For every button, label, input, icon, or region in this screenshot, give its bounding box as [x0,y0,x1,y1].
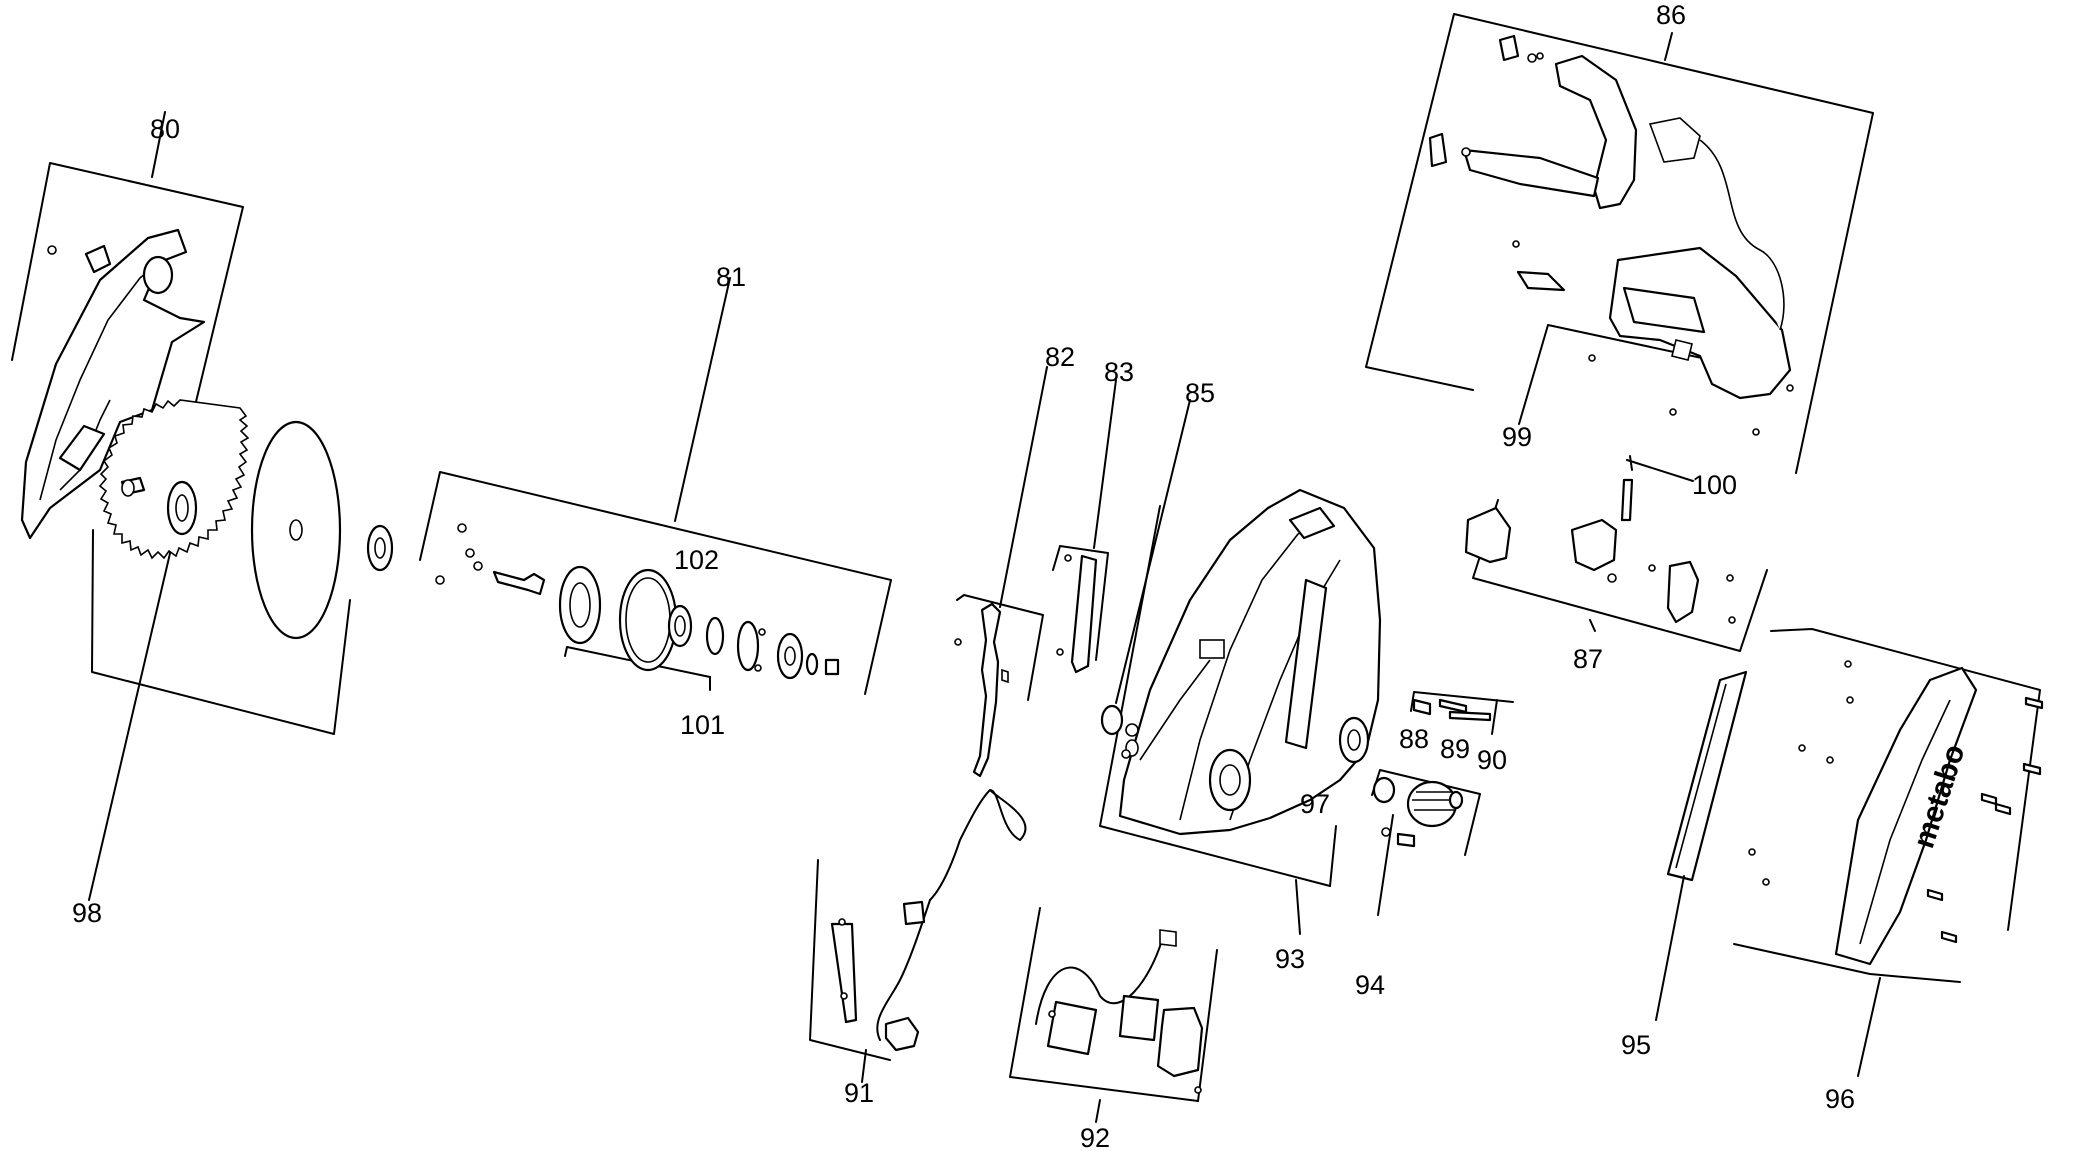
callout-80: 80 [150,114,180,144]
callout-94: 94 [1355,970,1385,1000]
callout-95: 95 [1621,1030,1651,1060]
group-81-spindle-assembly [419,277,892,695]
group-92-switch-housing [1009,907,1218,1123]
group-86-handle-assembly [1365,13,1874,474]
callout-92: 92 [1080,1123,1110,1151]
callout-82: 82 [1045,342,1075,372]
group-85-main-housing [1099,399,1382,935]
callout-97: 97 [1300,789,1330,819]
callout-88: 88 [1399,724,1429,754]
callout-81: 81 [716,262,746,292]
callout-102: 102 [674,545,719,575]
group-95-96-belt-cover: metabo [1655,628,2044,1077]
callout-100: 100 [1692,470,1737,500]
group-80-blade-guard [11,111,244,540]
group-91-wiring [809,789,1027,1083]
callout-labels: 80 81 82 83 85 86 87 88 89 90 91 92 93 9… [72,0,1855,1151]
callout-98: 98 [72,898,102,928]
group-82-lever [954,366,1048,778]
callout-83: 83 [1104,357,1134,387]
callout-85: 85 [1185,378,1215,408]
callout-96: 96 [1825,1084,1855,1114]
callout-90: 90 [1477,745,1507,775]
callout-101: 101 [680,710,725,740]
group-98-saw-blade [88,399,394,901]
callout-89: 89 [1440,734,1470,764]
callout-91: 91 [844,1078,874,1108]
callout-93: 93 [1275,944,1305,974]
callout-99: 99 [1502,422,1532,452]
callout-87: 87 [1573,644,1603,674]
group-83-plate [1052,379,1117,674]
group-88-94-small-parts [1371,691,1514,916]
group-87-switch-parts [1464,455,1768,652]
callout-86: 86 [1656,0,1686,30]
